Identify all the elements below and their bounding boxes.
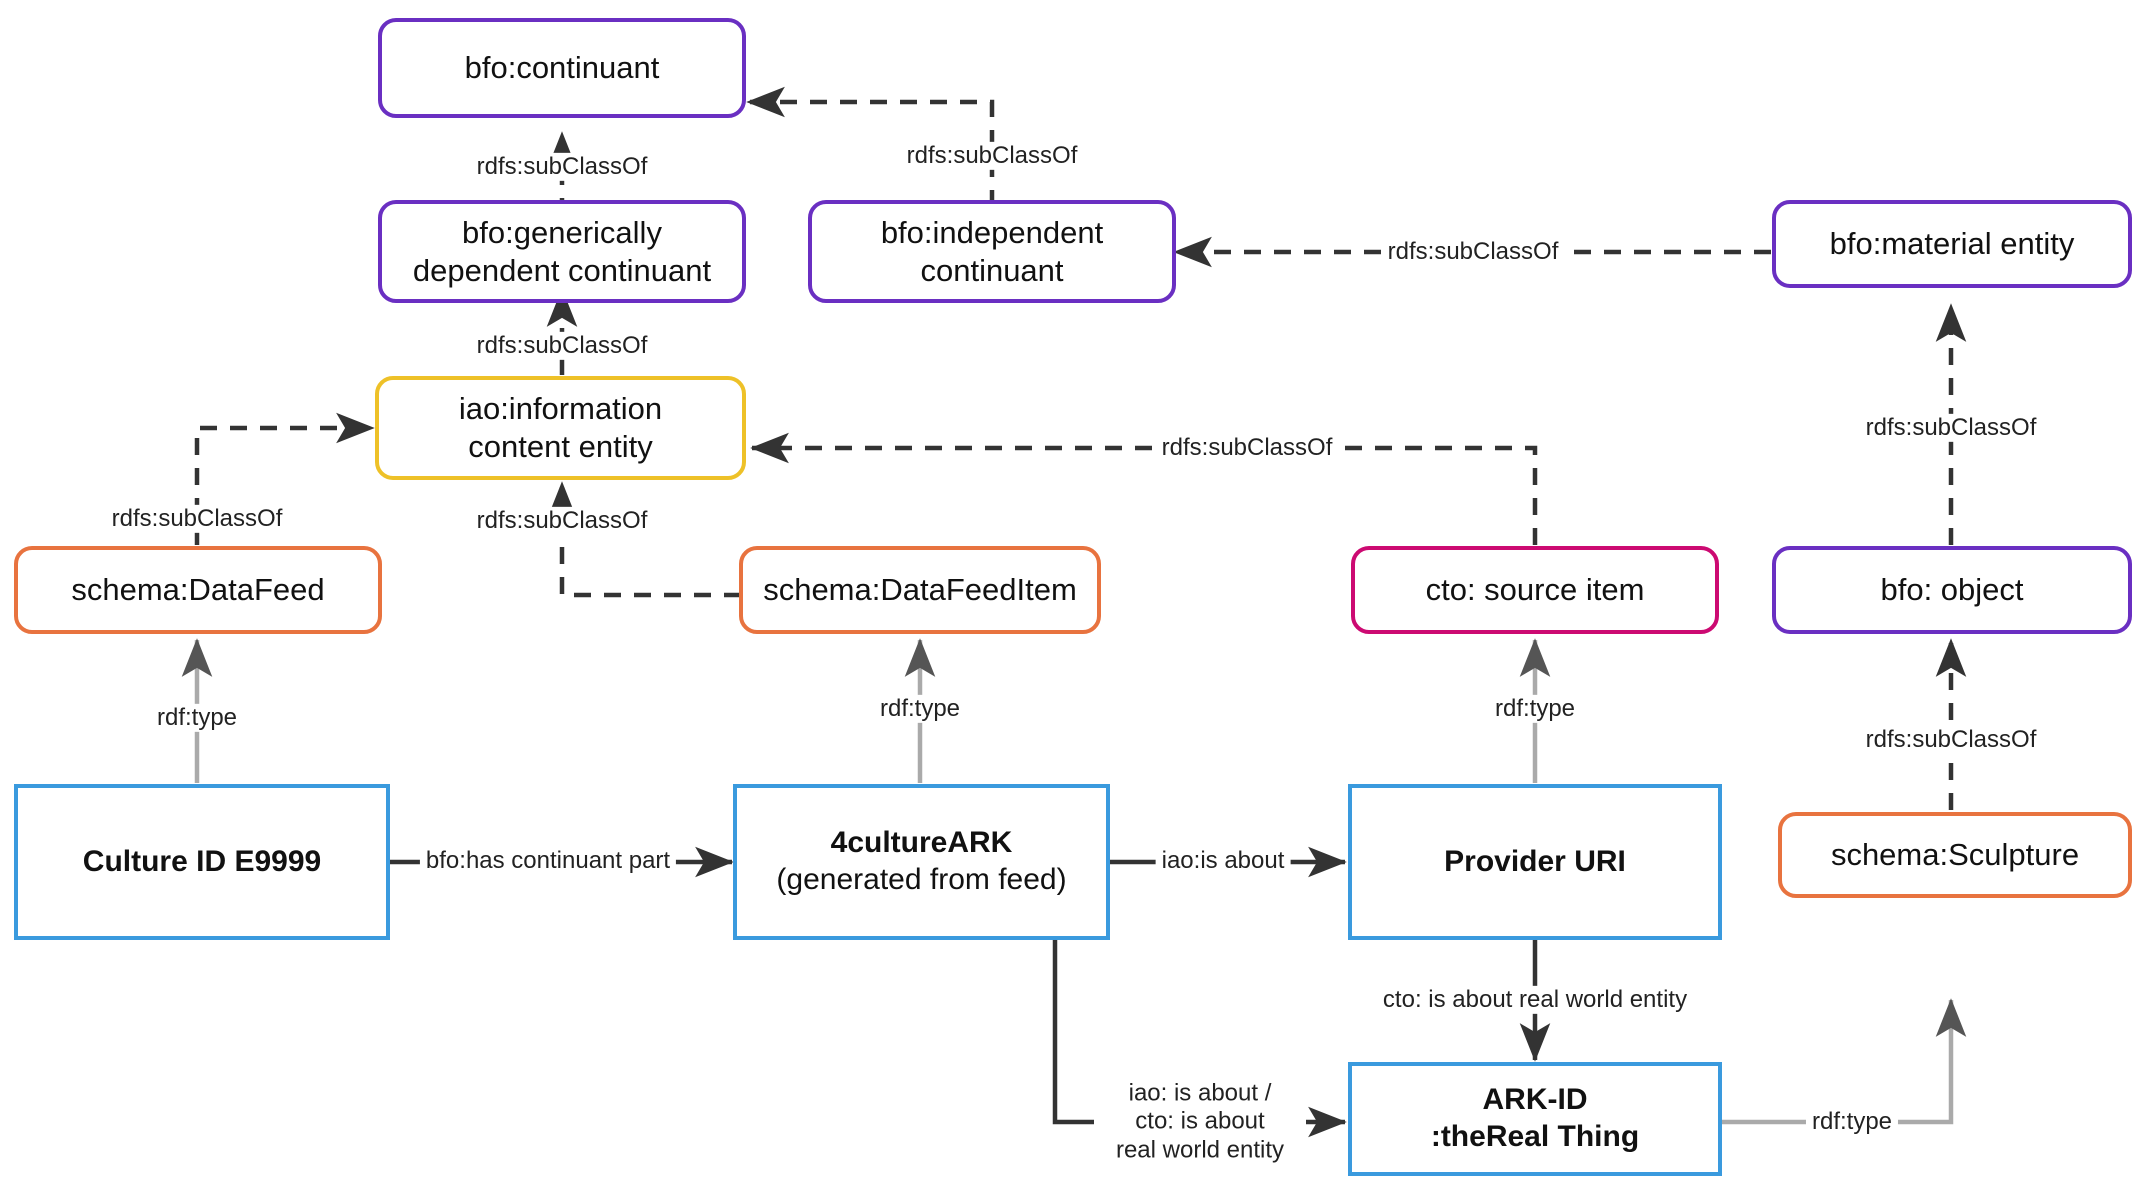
edge-label-e15: iao:is about xyxy=(1155,846,1291,876)
node-label: schema:DataFeedItem xyxy=(763,572,1077,608)
edge-label-e6: rdfs:subClassOf xyxy=(470,506,654,536)
node-label: bfo:material entity xyxy=(1829,226,2075,262)
node-schema-datafeeditem[interactable]: schema:DataFeedItem xyxy=(739,546,1101,634)
edge-label-e13: rdf:type xyxy=(1805,1107,1899,1137)
node-label: ARK-ID xyxy=(1482,1083,1588,1117)
edge-e6 xyxy=(546,481,741,598)
edge-e13 xyxy=(1716,998,1967,1125)
node-bfo-material-entity[interactable]: bfo:material entity xyxy=(1772,200,2132,288)
node-label: 4cultureARK xyxy=(830,826,1013,860)
node-ark-id[interactable]: ARK-ID :theReal Thing xyxy=(1348,1062,1722,1176)
edge-label-e5: rdfs:subClassOf xyxy=(105,504,289,534)
edge-label-e11: rdf:type xyxy=(873,694,967,724)
node-label: bfo:generically dependent continuant xyxy=(412,214,712,288)
edge-label-e10: rdf:type xyxy=(150,703,244,733)
node-label: bfo:continuant xyxy=(464,50,660,86)
edge-label-e8: rdfs:subClassOf xyxy=(1859,413,2043,443)
node-culture-id[interactable]: Culture ID E9999 xyxy=(14,784,390,940)
node-bfo-independent-continuant[interactable]: bfo:independent continuant xyxy=(808,200,1176,303)
edge-label-e9: rdfs:subClassOf xyxy=(1859,725,2043,755)
edge-label-e14: bfo:has continuant part xyxy=(419,846,677,876)
node-schema-datafeed[interactable]: schema:DataFeed xyxy=(14,546,382,634)
node-label: cto: source item xyxy=(1425,572,1645,608)
edge-label-e12: rdf:type xyxy=(1488,694,1582,724)
node-label: bfo: object xyxy=(1880,572,2024,608)
node-label: Provider URI xyxy=(1444,844,1626,878)
edge-label-e1: rdfs:subClassOf xyxy=(470,152,654,182)
node-bfo-object[interactable]: bfo: object xyxy=(1772,546,2132,634)
edge-e2 xyxy=(746,86,995,207)
node-culture-ark[interactable]: 4cultureARK (generated from feed) xyxy=(733,784,1110,940)
node-label: schema:Sculpture xyxy=(1830,837,2080,873)
edge-label-e4: rdfs:subClassOf xyxy=(470,331,654,361)
node-sublabel: :theReal Thing xyxy=(1430,1120,1640,1153)
edge-label-e3: rdfs:subClassOf xyxy=(1381,237,1565,267)
node-iao-information-content-entity[interactable]: iao:information content entity xyxy=(375,376,746,480)
node-bfo-continuant[interactable]: bfo:continuant xyxy=(378,18,746,118)
node-label: bfo:independent continuant xyxy=(880,214,1104,288)
node-provider-uri[interactable]: Provider URI xyxy=(1348,784,1722,940)
node-label: iao:information content entity xyxy=(458,391,663,464)
edge-label-e2: rdfs:subClassOf xyxy=(900,141,1084,171)
node-label: Culture ID E9999 xyxy=(82,844,322,878)
node-label: schema:DataFeed xyxy=(71,572,325,608)
node-bfo-generically-dependent-continuant[interactable]: bfo:generically dependent continuant xyxy=(378,200,746,303)
edge-label-e16: cto: is about real world entity xyxy=(1376,985,1694,1015)
edge-label-e7: rdfs:subClassOf xyxy=(1155,433,1339,463)
edge-e7 xyxy=(750,432,1538,545)
edge-label-e17: iao: is about / cto: is about real world… xyxy=(1094,1079,1306,1165)
node-cto-source-item[interactable]: cto: source item xyxy=(1351,546,1719,634)
node-sublabel: (generated from feed) xyxy=(776,863,1067,896)
node-schema-sculpture[interactable]: schema:Sculpture xyxy=(1778,812,2132,898)
